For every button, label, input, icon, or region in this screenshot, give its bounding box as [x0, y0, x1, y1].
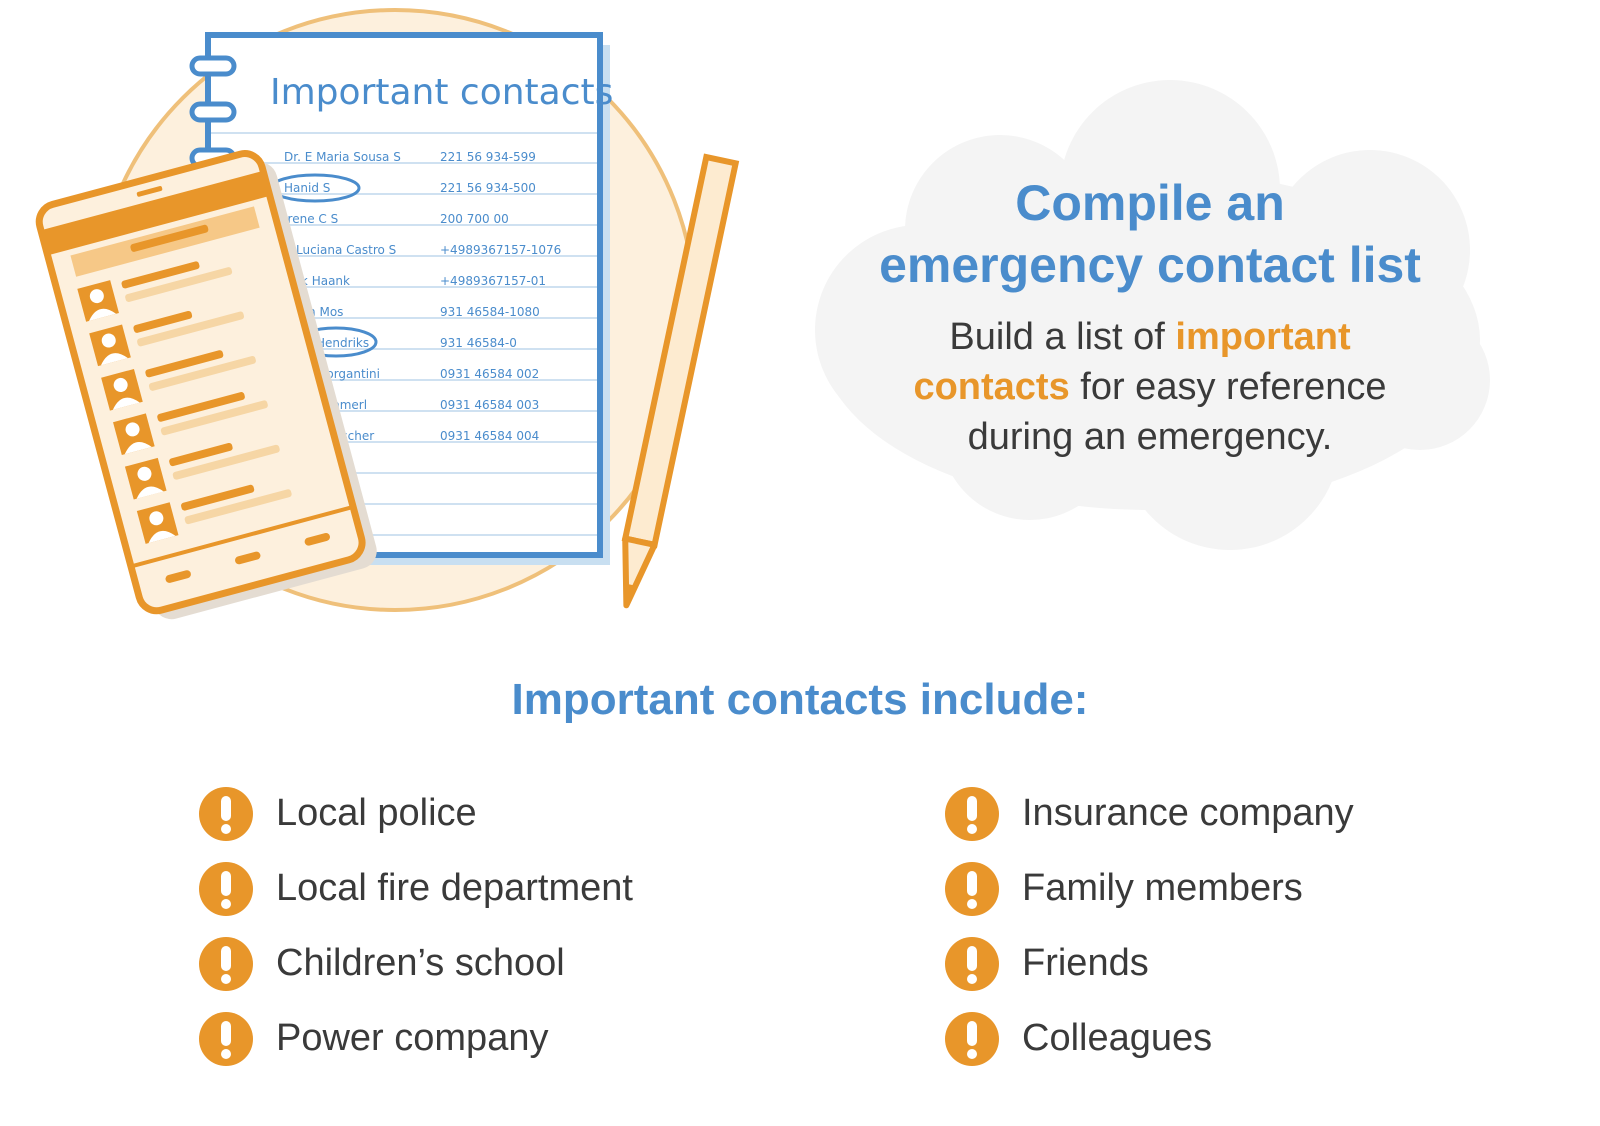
notebook-entry-name: Dr. E Maria Sousa S [284, 150, 401, 164]
exclamation-icon [199, 936, 253, 991]
description-text: for easy reference during an emergency. [967, 366, 1387, 458]
pencil-icon [621, 153, 740, 609]
notebook-entry-phone: 221 56 934-500 [440, 181, 536, 195]
contact-label: Local fire department [276, 867, 633, 909]
list-item: Children’s school [198, 926, 633, 1001]
list-item: Local fire department [198, 851, 633, 926]
smartphone [35, 150, 377, 620]
list-item: Insurance company [944, 776, 1354, 851]
notebook-entry-phone: 0931 46584 003 [440, 398, 539, 412]
notebook-entry-name: Hendriks [316, 336, 369, 350]
description-highlight: important contacts [913, 316, 1351, 408]
contact-label: Local police [276, 792, 477, 834]
spiral-rings [189, 55, 237, 169]
notebook-entry-phone: 221 56 934-599 [440, 150, 536, 164]
headline-description: Build a list of important contacts for e… [870, 312, 1430, 462]
exclamation-icon [945, 1011, 999, 1066]
list-item: Friends [944, 926, 1354, 1001]
notebook-title: Important contacts [270, 72, 613, 113]
headline-title-line1: Compile an [1015, 175, 1285, 231]
contact-label: Children’s school [276, 942, 565, 984]
contact-label: Power company [276, 1017, 549, 1059]
headline-title: Compile an emergency contact list [855, 172, 1445, 296]
phone-contact-rows [77, 261, 292, 544]
notebook-entry-phone: 931 46584-1080 [440, 305, 540, 319]
contact-label: Friends [1022, 942, 1149, 984]
notebook-entry-phone: 0931 46584 004 [440, 429, 539, 443]
notebook-entry-name: Hanid S [284, 181, 330, 195]
notebook-entry-name: Morgantini [316, 367, 380, 381]
headline-title-line2: emergency contact list [879, 237, 1421, 293]
exclamation-icon [199, 861, 253, 916]
contact-list-right: Insurance company Family members Friends… [944, 776, 1354, 1076]
exclamation-icon [945, 786, 999, 841]
notebook-entry-phone: 0931 46584 002 [440, 367, 539, 381]
description-text: Build a list of [949, 316, 1176, 358]
notebook-entry-phone: +4989367157-01 [440, 274, 546, 288]
list-item: Power company [198, 1001, 633, 1076]
contact-label: Insurance company [1022, 792, 1354, 834]
notebook-entry-phone: +4989367157-1076 [440, 243, 561, 257]
exclamation-icon [199, 1011, 253, 1066]
exclamation-icon [945, 936, 999, 991]
notebook-entry-name: rk Haank [296, 274, 350, 288]
cloud-shape [815, 80, 1490, 550]
list-item: Local police [198, 776, 633, 851]
notebook-entry-name: Irene C S [284, 212, 338, 226]
notebook-entry-phone: 200 700 00 [440, 212, 509, 226]
list-item: Family members [944, 851, 1354, 926]
contact-label: Colleagues [1022, 1017, 1213, 1059]
exclamation-icon [199, 786, 253, 841]
list-item: Colleagues [944, 1001, 1354, 1076]
notebook-entry-name: Luciana Castro S [296, 243, 396, 257]
notebook-entry-phone: 931 46584-0 [440, 336, 517, 350]
contacts-heading: Important contacts include: [511, 675, 1089, 724]
contact-label: Family members [1022, 867, 1303, 909]
contact-list-left: Local police Local fire department Child… [198, 776, 633, 1076]
exclamation-icon [945, 861, 999, 916]
